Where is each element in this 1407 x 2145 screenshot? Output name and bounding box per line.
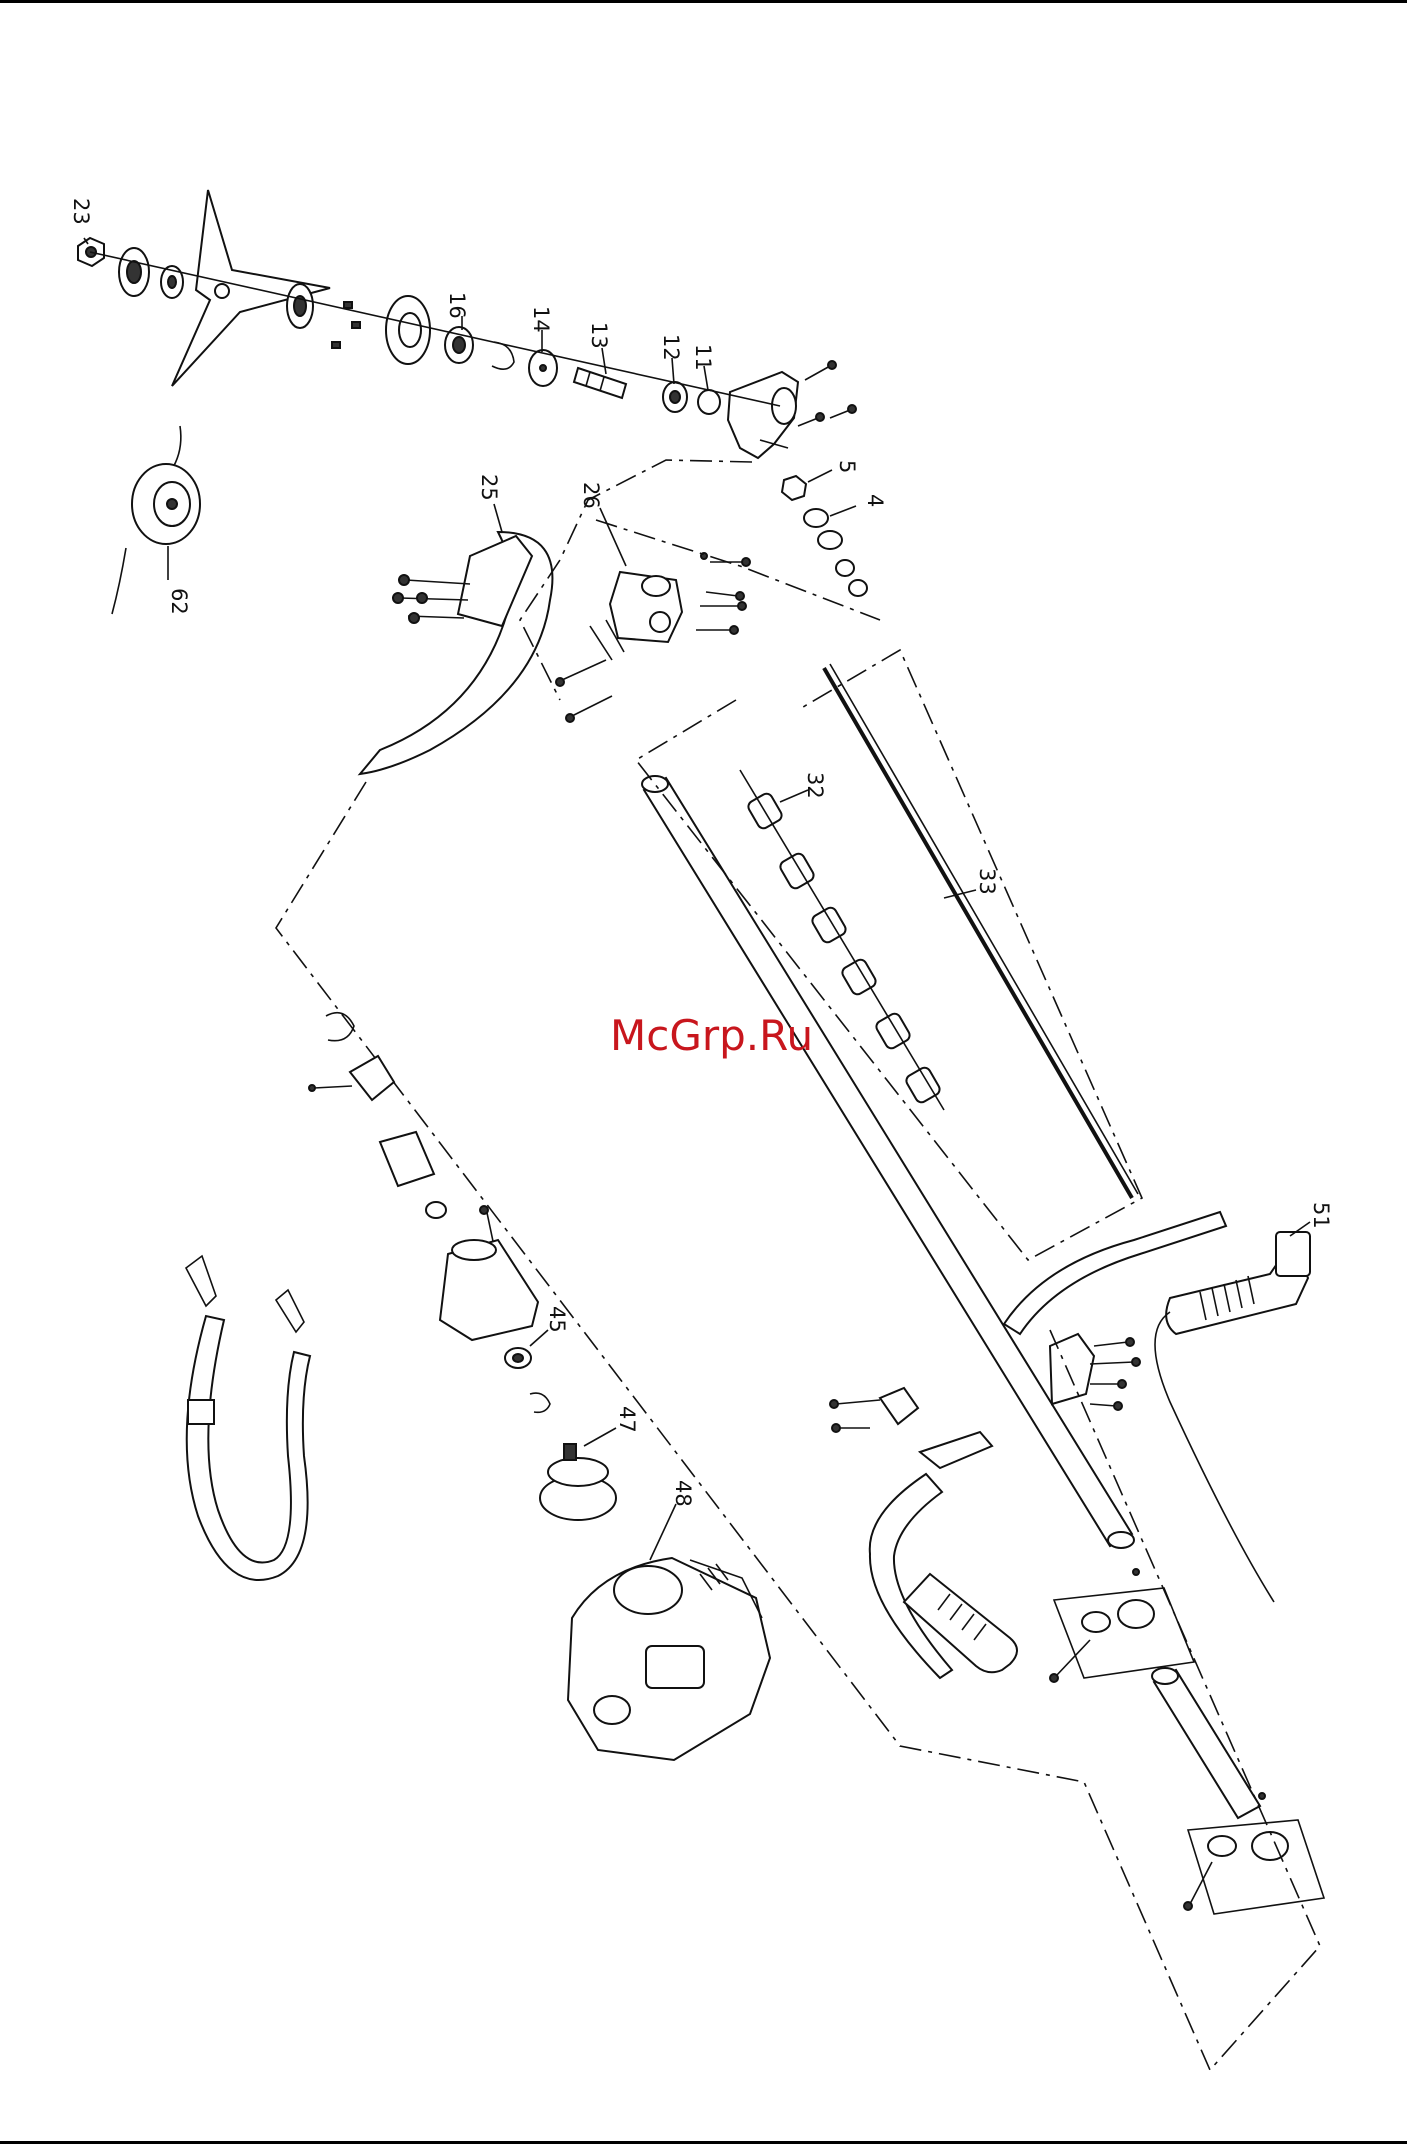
callout-13: 13 <box>587 322 611 349</box>
part-4-washer <box>836 560 854 576</box>
part-4-washer <box>849 580 867 596</box>
callout-14: 14 <box>529 306 553 333</box>
screw-head <box>556 678 564 686</box>
callout-11: 11 <box>691 344 715 371</box>
callout-47: 47 <box>615 1406 639 1433</box>
screw-head <box>736 592 744 600</box>
cutting-head-assembly <box>78 190 867 596</box>
part-62-trimmer-head <box>112 426 200 614</box>
clamp-assembly-upper <box>1050 1569 1194 1682</box>
part-13-shaft <box>574 368 626 398</box>
part-48-engine <box>568 1558 770 1760</box>
callout-45: 45 <box>545 1306 569 1333</box>
part-25-guard <box>360 532 552 774</box>
throttle-cable <box>1155 1312 1274 1602</box>
flange-plate <box>386 296 430 364</box>
screw <box>344 302 352 308</box>
watermark: McGrp.Ru <box>610 1011 813 1060</box>
shaft-tube <box>642 776 1134 1548</box>
lower-tube <box>1152 1668 1260 1818</box>
screw-head <box>417 593 427 603</box>
callout-26: 26 <box>579 482 603 509</box>
cup-washer <box>119 248 149 296</box>
clamp-assembly-lower <box>1184 1793 1324 1914</box>
shoulder-strap <box>186 1256 310 1580</box>
blade-center <box>215 284 229 298</box>
screw-head <box>566 714 574 722</box>
screw-head <box>393 593 403 603</box>
screw-head <box>742 558 750 566</box>
part-26-guard-bracket <box>556 553 750 722</box>
part-12-bearing <box>663 382 687 412</box>
group-outline <box>276 782 1320 2070</box>
handlebar-clamp-right <box>1050 1334 1140 1410</box>
screw-head <box>816 413 824 421</box>
callout-33: 33 <box>975 868 999 895</box>
screw <box>352 322 360 328</box>
callout-5: 5 <box>835 460 859 473</box>
screw-head <box>828 361 836 369</box>
screw-head <box>399 575 409 585</box>
washer-hole <box>168 276 176 288</box>
callout-25: 25 <box>477 474 501 501</box>
gear-housing <box>728 372 798 458</box>
part-51-throttle-handle <box>1166 1232 1310 1334</box>
part-47-clutch <box>540 1444 616 1520</box>
circlip <box>530 1393 550 1412</box>
clutch-parts-left <box>309 1013 494 1246</box>
screw-head <box>409 613 419 623</box>
callout-4: 4 <box>863 494 887 507</box>
screw-head <box>848 405 856 413</box>
collar <box>287 284 313 328</box>
screw <box>798 418 818 426</box>
callout-48: 48 <box>671 1480 695 1507</box>
part-11-washer <box>698 390 720 414</box>
clutch-housing <box>440 1240 538 1340</box>
part-5-nut <box>782 476 806 500</box>
screw-head <box>730 626 738 634</box>
callout-16: 16 <box>445 292 469 319</box>
screw-head <box>738 602 746 610</box>
screw <box>830 410 850 418</box>
part-45-washer <box>505 1348 531 1368</box>
callout-23: 23 <box>69 198 93 225</box>
callout-12: 12 <box>659 334 683 361</box>
callout-51: 51 <box>1309 1202 1333 1229</box>
screw <box>332 342 340 348</box>
screw <box>805 366 830 380</box>
callout-32: 32 <box>803 772 827 799</box>
part-4-washer <box>804 509 828 527</box>
part-4-washer <box>818 531 842 549</box>
callout-62: 62 <box>167 588 191 615</box>
